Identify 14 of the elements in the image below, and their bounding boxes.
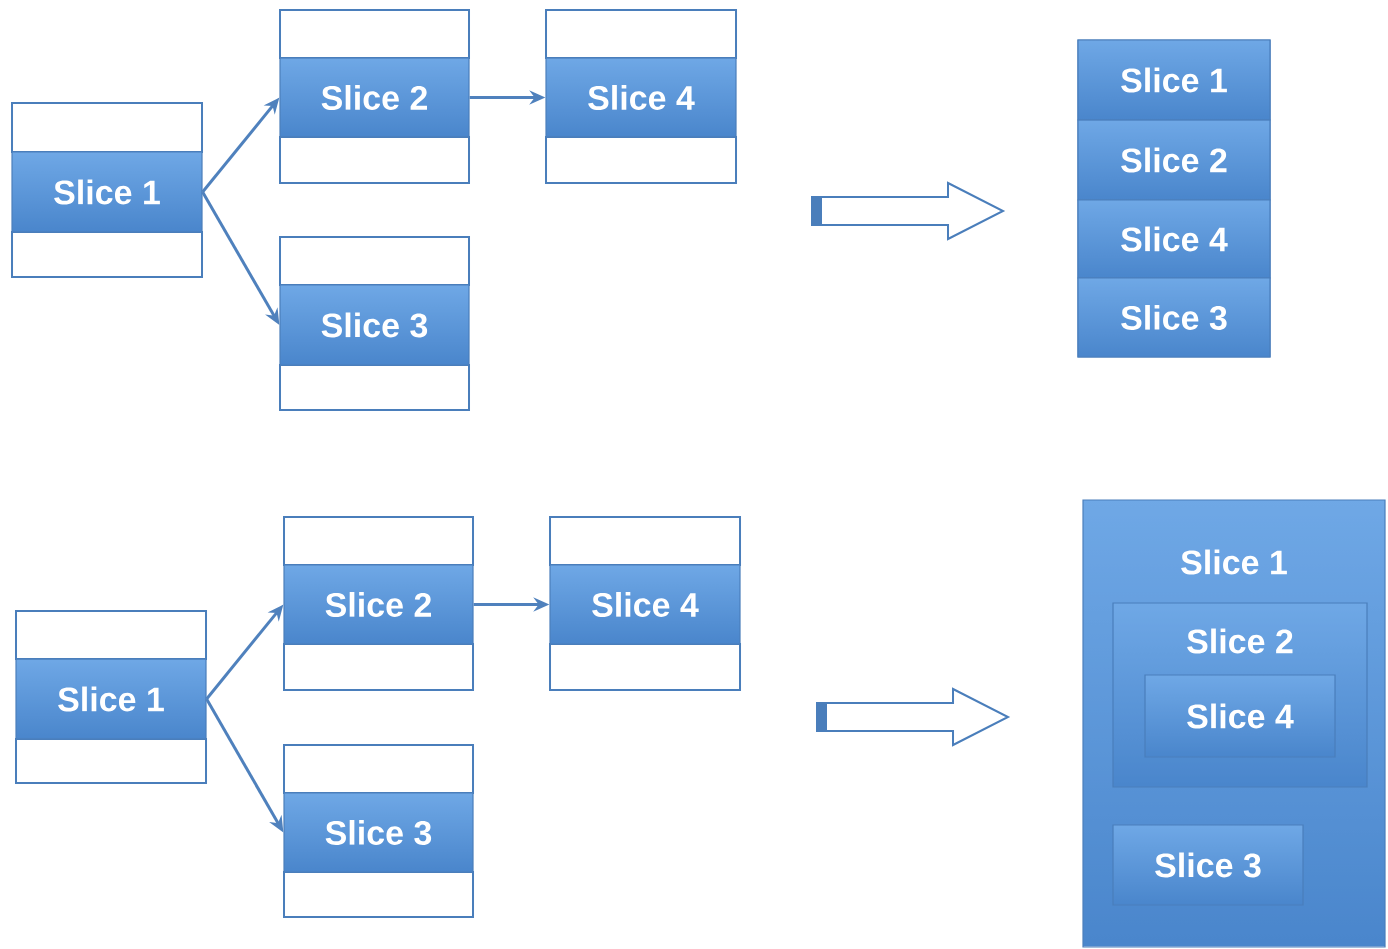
slice-block: Slice 3 [279,236,470,411]
slice-box: Slice 3 [1077,277,1271,358]
slice-box: Slice 4 [1144,674,1336,758]
slice-block: Slice 1 [15,610,207,784]
slice-block: Slice 4 [545,9,737,184]
slice-block: Slice 4 [549,516,741,691]
slice-block: Slice 2 [279,9,470,184]
slice-box: Slice 3 [1112,824,1304,906]
slice-box: Slice 1 [1077,39,1271,121]
slice-block: Slice 1 [11,102,203,278]
slice-box: Slice 2 [1077,119,1271,201]
slice-block: Slice 2 [283,516,474,691]
slice-box: Slice 4 [1077,199,1271,279]
slice-block: Slice 3 [283,744,474,918]
